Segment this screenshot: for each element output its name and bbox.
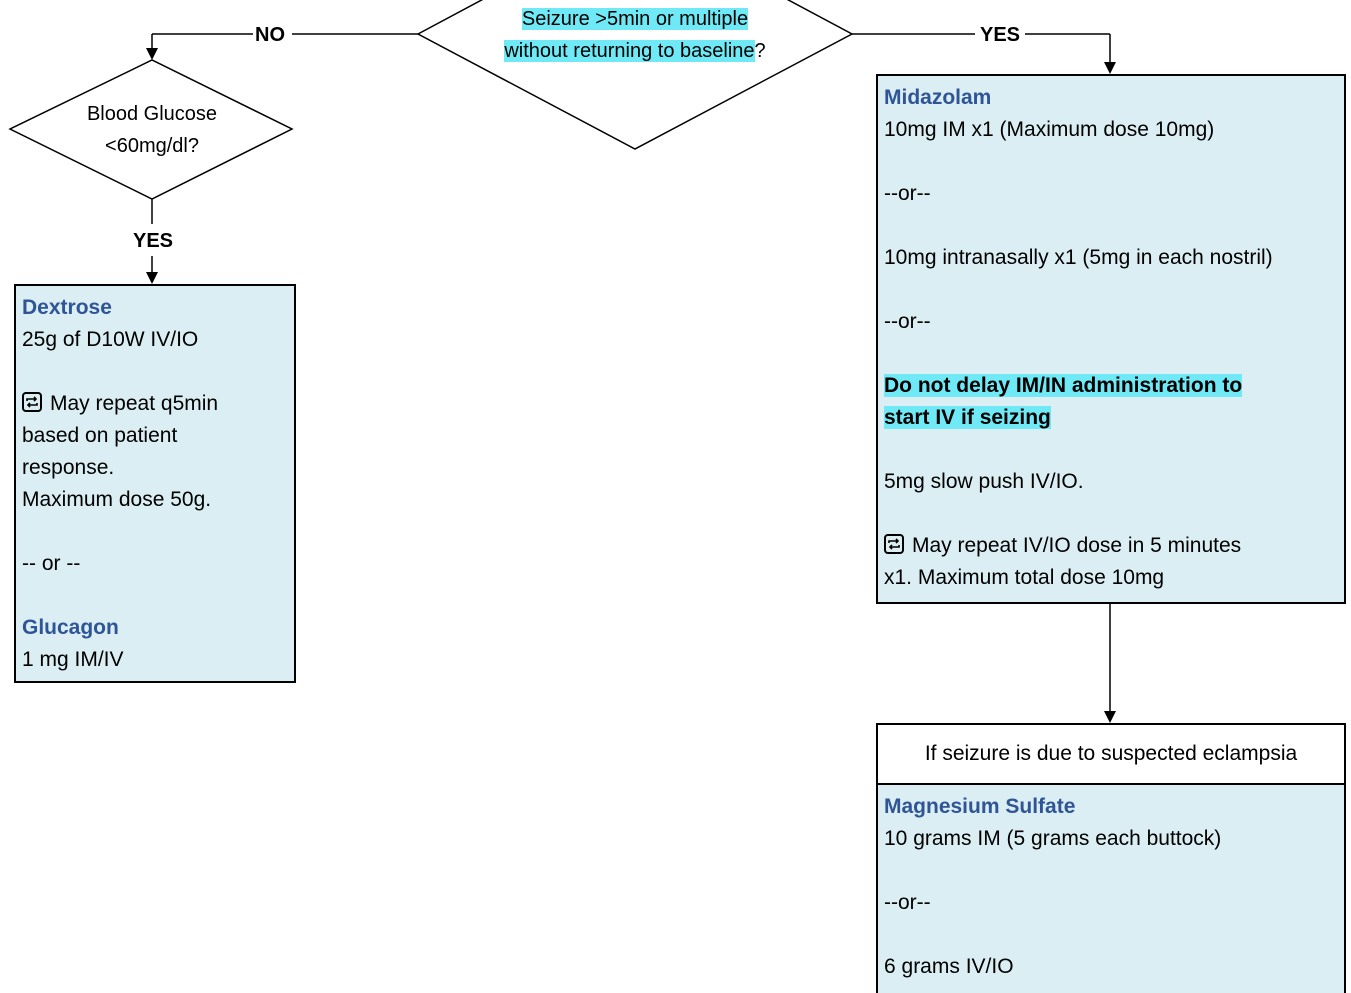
decision-glucose-line1: Blood Glucose [86, 103, 218, 125]
midazolam-or-1: --or-- [884, 182, 931, 205]
repeat-icon [884, 534, 904, 554]
dextrose-or: -- or -- [22, 552, 81, 575]
magnesium-or: --or-- [884, 891, 931, 914]
midazolam-or-2: --or-- [884, 310, 931, 333]
arrowhead [146, 272, 158, 284]
dextrose-max-dose: Maximum dose 50g. [22, 488, 212, 511]
decision-diamond-glucose [8, 59, 294, 200]
arrowhead [146, 48, 158, 60]
midazolam-warning-line1: Do not delay IM/IN administration to [884, 374, 1243, 397]
magnesium-box: Magnesium Sulfate 10 grams IM (5 grams e… [876, 783, 1346, 993]
dextrose-repeat-line3: response. [22, 456, 115, 479]
decision-glucose-line2: <60mg/dl? [105, 135, 199, 157]
decision-seizure-text: Seizure >5min or multiple without return… [470, 3, 800, 67]
magnesium-drug-name: Magnesium Sulfate [884, 795, 1076, 818]
dextrose-drug-name: Dextrose [22, 296, 112, 319]
magnesium-dose-im: 10 grams IM (5 grams each buttock) [884, 827, 1222, 850]
repeat-icon [22, 392, 42, 412]
eclampsia-header: If seizure is due to suspected eclampsia [876, 723, 1346, 785]
yes-label-top: YES [980, 24, 1021, 46]
glucagon-drug-name: Glucagon [22, 616, 119, 639]
midazolam-dose-im: 10mg IM x1 (Maximum dose 10mg) [884, 118, 1215, 141]
midazolam-dose-in: 10mg intranasally x1 (5mg in each nostri… [884, 246, 1273, 269]
midazolam-repeat-line1: May repeat IV/IO dose in 5 minutes [912, 534, 1242, 557]
dextrose-box: Dextrose 25g of D10W IV/IO May repeat q5… [14, 284, 296, 683]
decision-seizure-question-mark: ? [754, 40, 766, 62]
midazolam-drug-name: Midazolam [884, 86, 992, 109]
arrowhead [1104, 711, 1116, 723]
midazolam-box: Midazolam 10mg IM x1 (Maximum dose 10mg)… [876, 74, 1346, 604]
glucagon-dose: 1 mg IM/IV [22, 648, 124, 671]
midazolam-repeat-line2: x1. Maximum total dose 10mg [884, 566, 1165, 589]
dextrose-repeat-line2: based on patient [22, 424, 178, 447]
dextrose-dose: 25g of D10W IV/IO [22, 328, 199, 351]
dextrose-repeat-line1: May repeat q5min [50, 392, 219, 415]
midazolam-dose-iv: 5mg slow push IV/IO. [884, 470, 1084, 493]
magnesium-dose-iv: 6 grams IV/IO [884, 955, 1014, 978]
decision-seizure-line2: without returning to baseline [504, 40, 755, 62]
decision-glucose-text: Blood Glucose <60mg/dl? [52, 98, 252, 162]
arrowhead [1104, 62, 1116, 74]
yes-label-glucose: YES [133, 230, 174, 252]
midazolam-warning-line2: start IV if seizing [884, 406, 1051, 429]
no-label: NO [255, 24, 285, 46]
decision-seizure-line1: Seizure >5min or multiple [521, 8, 749, 30]
